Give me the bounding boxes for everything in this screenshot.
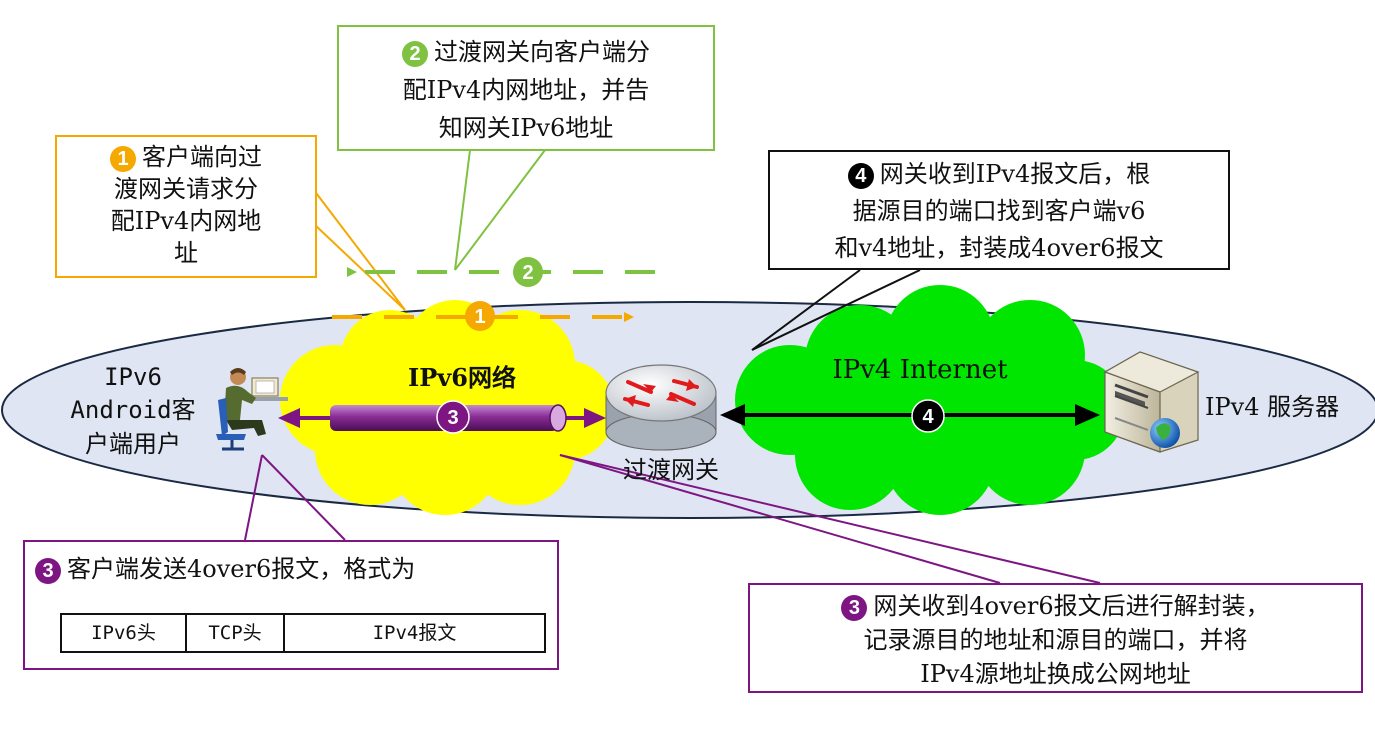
label-ipv6-client-2: Android客 xyxy=(70,396,195,424)
pointer-line-step4 xyxy=(751,269,921,351)
step3-client-badge: 3 xyxy=(35,557,61,584)
step2-line3: 知网关IPv6地址 xyxy=(438,114,614,142)
step1-line1: 客户端向过 xyxy=(142,143,262,171)
step4-badge-arrow xyxy=(911,399,945,433)
user-icon xyxy=(216,368,288,451)
tunnel-tube-end xyxy=(549,404,567,432)
step2-line1: 过渡网关向客户端分 xyxy=(434,38,650,66)
packet-ipv6-header: IPv6头 xyxy=(60,613,187,653)
ipv6-cloud xyxy=(280,300,615,515)
pointer-line-step4b xyxy=(751,269,861,351)
badge-text-arrow-2: 2 xyxy=(522,262,533,284)
step2-badge-arrow xyxy=(513,257,543,287)
step3-gateway-badge: 3 xyxy=(841,594,868,621)
tunnel-arrow-right xyxy=(584,408,606,428)
badge-text-tunnel-3: 3 xyxy=(447,407,458,429)
label-ipv4-server: IPv4 服务器 xyxy=(1205,393,1339,421)
badge-text-arrow-4: 4 xyxy=(922,406,934,428)
pointer-line-step3b xyxy=(559,454,1001,584)
label-gateway: 过渡网关 xyxy=(623,456,719,484)
pointer-line-step3a-b xyxy=(261,454,346,541)
step3-gateway-line3: IPv4源地址换成公网地址 xyxy=(920,660,1191,688)
pointer-line-step3b-b xyxy=(559,454,1101,584)
label-ipv6-network: IPv6网络 xyxy=(408,363,516,392)
step1-badge-arrow xyxy=(465,301,495,331)
pointer-line-step1 xyxy=(314,224,406,311)
packet-ipv4-payload: IPv4报文 xyxy=(283,613,546,653)
step4-line3: 和v4地址，封装成4over6报文 xyxy=(834,234,1164,262)
pointer-line-step2 xyxy=(454,149,546,271)
step3-gateway-line2: 记录源目的地址和源目的端口，并将 xyxy=(863,626,1248,654)
step1-line2: 渡网关请求分 xyxy=(114,175,258,203)
server-icon xyxy=(1103,351,1200,453)
step4-arrow-left xyxy=(720,404,745,426)
step1-line4: 址 xyxy=(174,239,198,267)
step3-client-title: 客户端发送4over6报文，格式为 xyxy=(67,555,416,583)
step3-badge-tunnel xyxy=(436,400,470,434)
tunnel-arrow-left xyxy=(278,408,300,428)
step4-badge: 4 xyxy=(847,162,874,189)
step2-badge: 2 xyxy=(402,40,428,67)
label-ipv6-client-3: 户端用户 xyxy=(85,430,181,458)
step4-arrow-right xyxy=(1075,404,1100,426)
router-icon xyxy=(605,364,717,451)
label-ipv6-client-1: IPv6 xyxy=(104,363,162,391)
step2-line2: 配IPv4内网地址，并告 xyxy=(402,76,650,104)
step1-badge: 1 xyxy=(110,145,136,172)
step4-line2: 据源目的端口找到客户端v6 xyxy=(852,197,1146,225)
step1-line3: 配IPv4内网地 xyxy=(110,207,262,235)
step3-gateway-line1: 网关收到4over6报文后进行解封装， xyxy=(873,592,1270,620)
packet-tcp-header: TCP头 xyxy=(185,613,285,653)
pointer-line-step3a xyxy=(244,454,263,541)
label-ipv4-internet: IPv4 Internet xyxy=(832,355,1008,385)
pointer-line-step2b xyxy=(454,149,471,271)
step4-line1: 网关收到IPv4报文后，根 xyxy=(879,160,1151,188)
packet-format-table: IPv6头 TCP头 IPv4报文 xyxy=(60,613,546,653)
pointer-line-step1b xyxy=(309,184,406,311)
badge-text-arrow-1: 1 xyxy=(474,306,485,328)
